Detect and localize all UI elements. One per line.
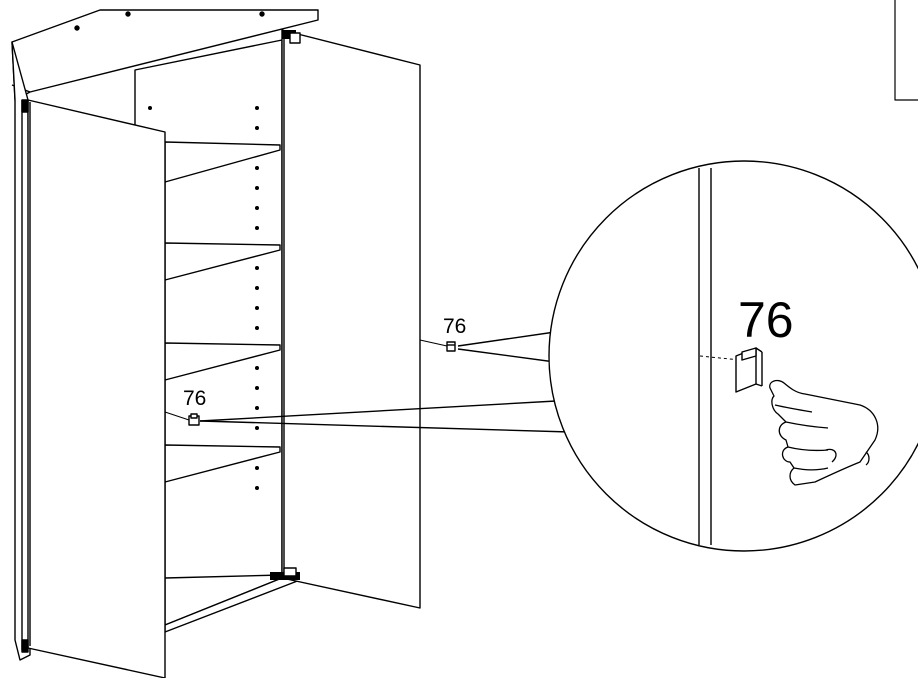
page-corner-frame: [894, 0, 918, 101]
cabinet-body: [11, 9, 319, 661]
hinge-bottom: [270, 567, 300, 580]
detail-label-76: 76: [738, 292, 794, 348]
left-door: [21, 99, 166, 678]
clip-part-76-enlarged: [735, 347, 763, 393]
right-door: [270, 29, 421, 609]
detail-magnifier-circle: [548, 160, 918, 552]
callout-label-76-door: 76: [443, 315, 466, 338]
shelves: [164, 141, 281, 483]
hand-icon: [769, 379, 879, 486]
magnifier-leader-lines: [199, 331, 571, 433]
clip-part-76-door: [419, 339, 456, 352]
clip-part-76-inner: [164, 411, 200, 426]
hinge-top: [282, 30, 301, 44]
callout-label-76-inner: 76: [183, 387, 206, 410]
